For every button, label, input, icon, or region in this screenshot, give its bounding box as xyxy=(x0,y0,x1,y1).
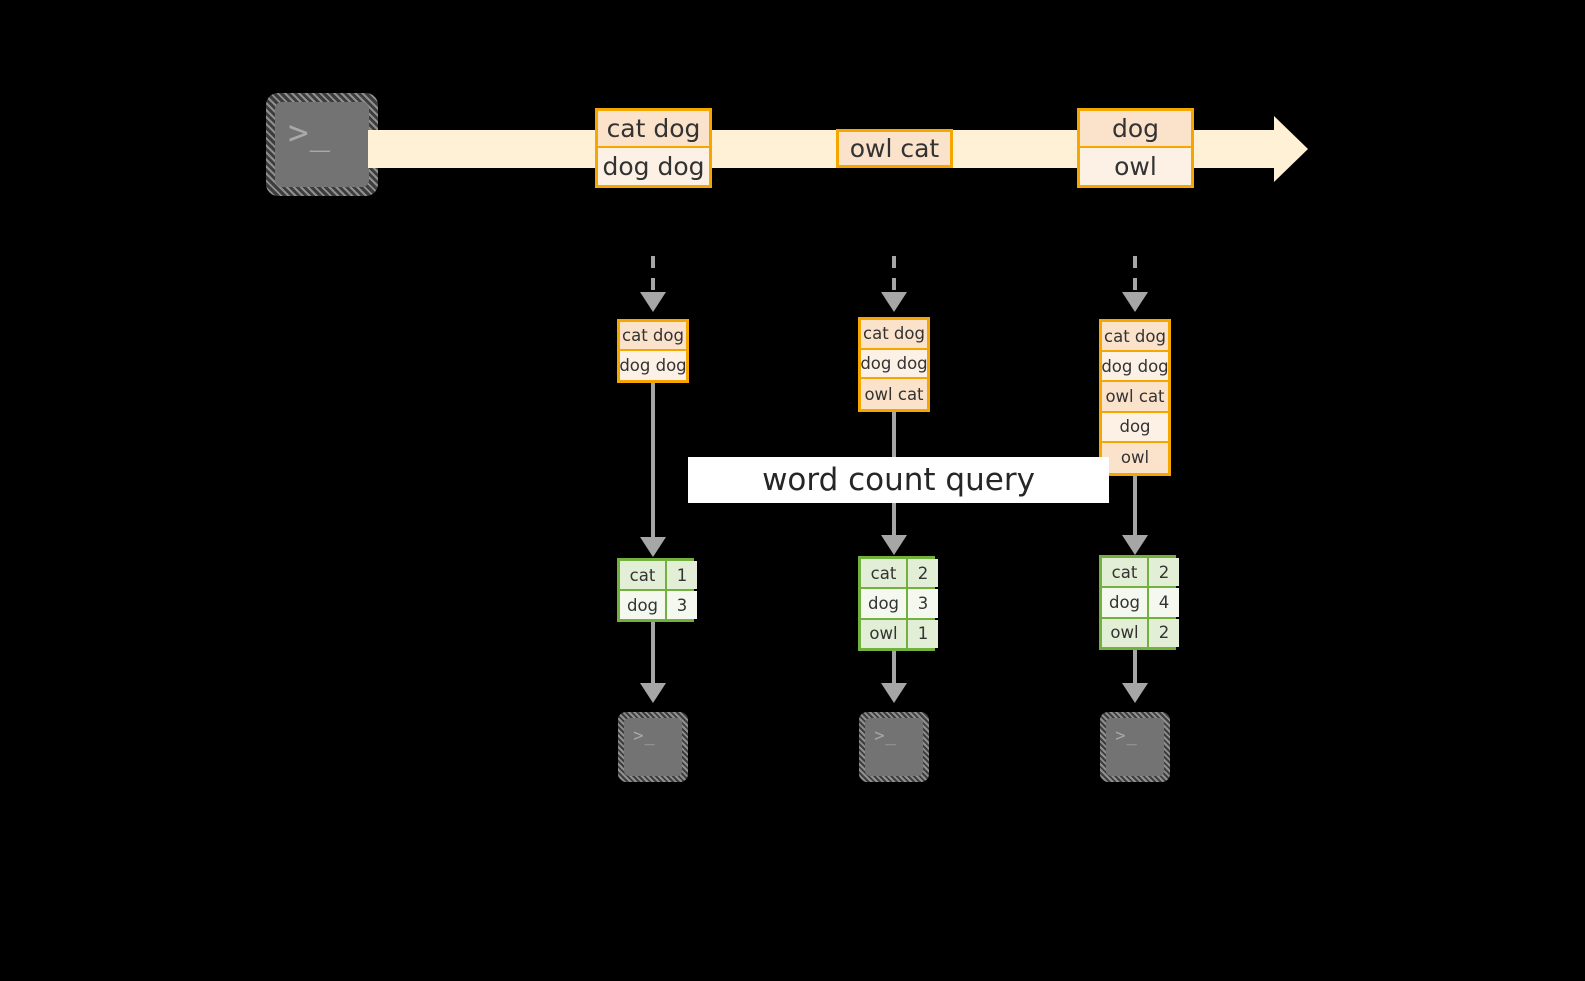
input-row: dog dog xyxy=(619,351,687,380)
input-row: owl cat xyxy=(861,379,927,410)
input-row: cat dog xyxy=(620,322,686,352)
trigger-3-query-connector xyxy=(1133,476,1137,536)
source-terminal-icon: >_ xyxy=(266,93,378,196)
prompt-glyph: >_ xyxy=(874,726,897,747)
trigger-3-input-table[interactable]: cat dog dog dog owl cat dog owl xyxy=(1099,319,1171,476)
input-row: owl xyxy=(1102,442,1168,473)
batch-row: dog xyxy=(1080,111,1191,149)
input-row: cat dog xyxy=(861,320,927,350)
table-row: cat 1 xyxy=(620,561,697,591)
trigger-3-result-table[interactable]: cat 2 dog 4 owl 2 xyxy=(1099,555,1179,650)
trigger-1-result-table[interactable]: cat 1 dog 3 xyxy=(617,558,697,622)
trigger-1-sink-connector xyxy=(651,622,655,684)
table-row: dog 4 xyxy=(1102,588,1179,619)
input-row: dog dog xyxy=(1101,352,1169,383)
query-banner: word count query xyxy=(688,457,1109,503)
trigger-2-sink-connector xyxy=(892,651,896,684)
batch-row: owl xyxy=(1080,148,1191,185)
word-cell: cat xyxy=(620,561,667,589)
timeline-batch-1[interactable]: cat dog dog dog xyxy=(595,108,712,188)
batch-row: owl cat xyxy=(839,132,950,165)
terminal-screen: >_ xyxy=(1106,718,1164,776)
prompt-glyph: >_ xyxy=(633,726,656,747)
trigger-2-input-table[interactable]: cat dog dog dog owl cat xyxy=(858,317,930,412)
trigger-1-sink-terminal-icon: >_ xyxy=(618,712,688,782)
count-cell: 2 xyxy=(1149,558,1179,587)
terminal-screen: >_ xyxy=(624,718,682,776)
trigger-2-result-table[interactable]: cat 2 dog 3 owl 1 xyxy=(858,556,938,651)
prompt-glyph: >_ xyxy=(1115,726,1138,747)
trigger-1-query-connector xyxy=(651,383,655,538)
batch-row: dog dog xyxy=(598,148,709,185)
trigger-2-dashed-arrowhead-icon xyxy=(881,292,907,312)
word-cell: owl xyxy=(861,619,908,648)
trigger-1-input-table[interactable]: cat dog dog dog xyxy=(617,319,689,383)
table-row: owl 2 xyxy=(1102,618,1179,647)
count-cell: 3 xyxy=(667,591,697,619)
count-cell: 2 xyxy=(1149,618,1179,647)
batch-row: cat dog xyxy=(598,111,709,149)
trigger-3-sink-terminal-icon: >_ xyxy=(1100,712,1170,782)
input-row: dog dog xyxy=(860,349,928,380)
count-cell: 3 xyxy=(908,589,938,618)
trigger-1-sink-arrowhead-icon xyxy=(640,683,666,703)
timeline-arrowhead-icon xyxy=(1274,116,1308,182)
timeline-batch-3[interactable]: dog owl xyxy=(1077,108,1194,188)
input-row: cat dog xyxy=(1102,322,1168,353)
table-row: dog 3 xyxy=(620,591,697,619)
trigger-3-sink-arrowhead-icon xyxy=(1122,683,1148,703)
trigger-1-query-arrowhead-icon xyxy=(640,537,666,557)
word-cell: owl xyxy=(1102,618,1149,647)
word-cell: cat xyxy=(861,559,908,588)
trigger-3-dashed-connector xyxy=(1133,256,1137,294)
count-cell: 4 xyxy=(1149,588,1179,617)
trigger-2-dashed-connector xyxy=(892,256,896,294)
table-row: dog 3 xyxy=(861,589,938,620)
trigger-3-sink-connector xyxy=(1133,650,1137,684)
prompt-glyph: >_ xyxy=(288,112,332,153)
trigger-2-sink-arrowhead-icon xyxy=(881,683,907,703)
word-cell: dog xyxy=(620,591,667,619)
trigger-1-dashed-arrowhead-icon xyxy=(640,292,666,312)
trigger-1-dashed-connector xyxy=(651,256,655,294)
word-cell: dog xyxy=(1102,588,1149,617)
word-cell: dog xyxy=(861,589,908,618)
trigger-2-sink-terminal-icon: >_ xyxy=(859,712,929,782)
count-cell: 1 xyxy=(667,561,697,589)
count-cell: 1 xyxy=(908,619,938,648)
table-row: cat 2 xyxy=(861,559,938,590)
table-row: cat 2 xyxy=(1102,558,1179,589)
input-row: owl cat xyxy=(1102,382,1168,413)
trigger-2-query-arrowhead-icon xyxy=(881,535,907,555)
input-row: dog xyxy=(1102,412,1168,443)
trigger-3-query-arrowhead-icon xyxy=(1122,535,1148,555)
terminal-screen: >_ xyxy=(275,102,369,187)
timeline-batch-2[interactable]: owl cat xyxy=(836,129,953,168)
word-cell: cat xyxy=(1102,558,1149,587)
terminal-screen: >_ xyxy=(865,718,923,776)
count-cell: 2 xyxy=(908,559,938,588)
query-banner-label: word count query xyxy=(762,462,1035,498)
trigger-3-dashed-arrowhead-icon xyxy=(1122,292,1148,312)
table-row: owl 1 xyxy=(861,619,938,648)
